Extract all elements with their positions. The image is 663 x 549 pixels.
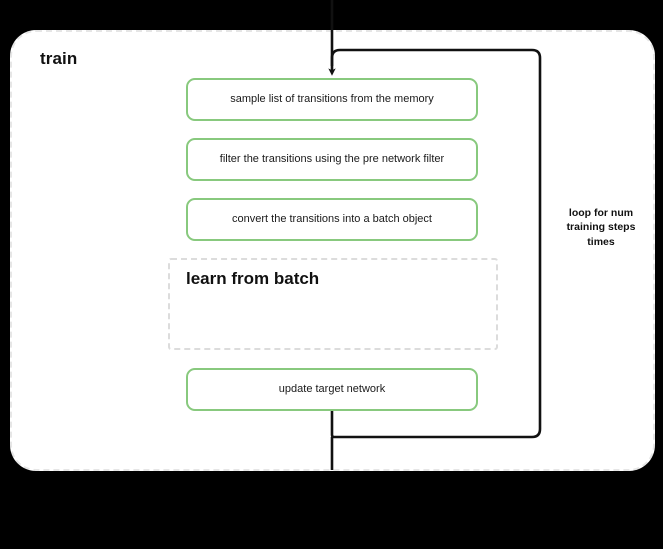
step-label-update-target: update target network xyxy=(278,382,386,395)
subprocess-learn-from-batch[interactable]: learn from batch xyxy=(168,258,498,350)
step-label-convert: convert the transitions into a batch obj… xyxy=(232,212,432,225)
step-box-update-target[interactable]: update target network xyxy=(186,368,478,411)
loop-annotation-line-2: training steps xyxy=(566,221,636,234)
step-label-filter: filter the transitions using the pre net… xyxy=(219,152,445,165)
step-box-filter[interactable]: filter the transitions using the pre net… xyxy=(186,138,478,181)
step-box-sample[interactable]: sample list of transitions from the memo… xyxy=(186,78,478,121)
page-title: train xyxy=(40,49,78,68)
loop-annotation-line-1: loop for num xyxy=(568,207,634,219)
loop-annotation: loop for num training steps times xyxy=(545,206,657,249)
loop-annotation-line-3: times xyxy=(587,235,615,248)
subprocess-title: learn from batch xyxy=(186,269,320,288)
step-label-sample: sample list of transitions from the memo… xyxy=(230,92,434,105)
step-box-convert[interactable]: convert the transitions into a batch obj… xyxy=(186,198,478,241)
